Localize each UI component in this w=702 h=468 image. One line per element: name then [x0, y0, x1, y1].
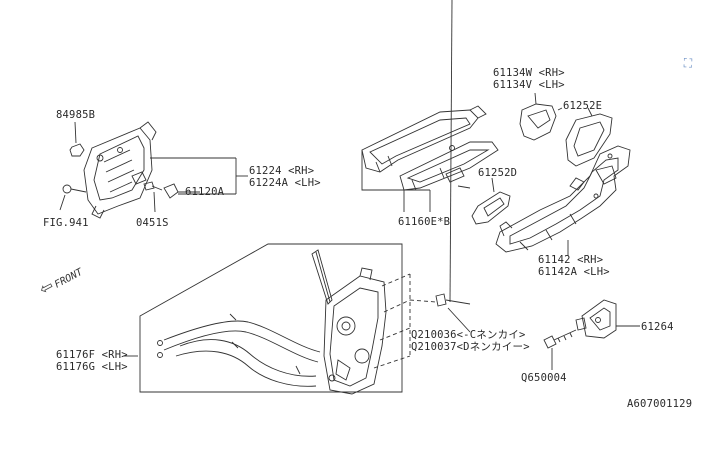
- inner-handle-assembly: [83, 121, 157, 219]
- lock-assembly-box: [139, 243, 403, 393]
- bolt-q650004: [543, 329, 577, 370]
- leader-lines: [124, 107, 563, 357]
- label-61160e: 61160E*B: [398, 216, 451, 228]
- label-q210036: Q210036<-Cネンカイ>: [411, 329, 526, 341]
- label-61134w: 61134W <RH>: [493, 67, 565, 79]
- cover-61120a: [163, 183, 200, 199]
- label-61134v: 61134V <LH>: [493, 79, 565, 91]
- screw-fig941: [59, 184, 87, 211]
- label-61176f: 61176F <RH>: [56, 349, 128, 361]
- door-lock: [311, 249, 387, 395]
- label-84985b: 84985B: [56, 109, 96, 121]
- outer-handle-assembly: [361, 105, 499, 212]
- screw-0451s: [143, 181, 163, 213]
- label-61120a: 61120A: [185, 186, 225, 198]
- label-q210037: Q210037<Dネンカイー>: [411, 341, 530, 353]
- crop-expand-icon[interactable]: ⛶: [683, 56, 693, 70]
- label-61252d: 61252D: [478, 167, 518, 179]
- label-61224: 61224 <RH>: [249, 165, 315, 177]
- catalog-number: A607001129: [627, 398, 693, 410]
- screw-q210036: [435, 0, 471, 333]
- cap-61134: [519, 92, 557, 141]
- label-61264: 61264: [641, 321, 674, 333]
- label-q650004: Q650004: [521, 372, 567, 384]
- cable-assembly: [157, 313, 321, 387]
- clip-84985b: [69, 121, 85, 157]
- frame-61142: [495, 145, 631, 256]
- striker-61264: [575, 299, 640, 339]
- label-61252e: 61252E: [563, 100, 603, 112]
- label-0451s: 0451S: [136, 217, 169, 229]
- pad-61252e: [565, 107, 613, 167]
- label-fig941[interactable]: FIG.941: [43, 217, 89, 229]
- projection-lines: [373, 273, 437, 369]
- pad-61252d: [471, 177, 511, 225]
- leader-61224: [150, 157, 248, 195]
- label-61142: 61142 <RH>: [538, 254, 604, 266]
- label-61224a: 61224A <LH>: [249, 177, 321, 189]
- label-61142a: 61142A <LH>: [538, 266, 610, 278]
- label-61176g: 61176G <LH>: [56, 361, 128, 373]
